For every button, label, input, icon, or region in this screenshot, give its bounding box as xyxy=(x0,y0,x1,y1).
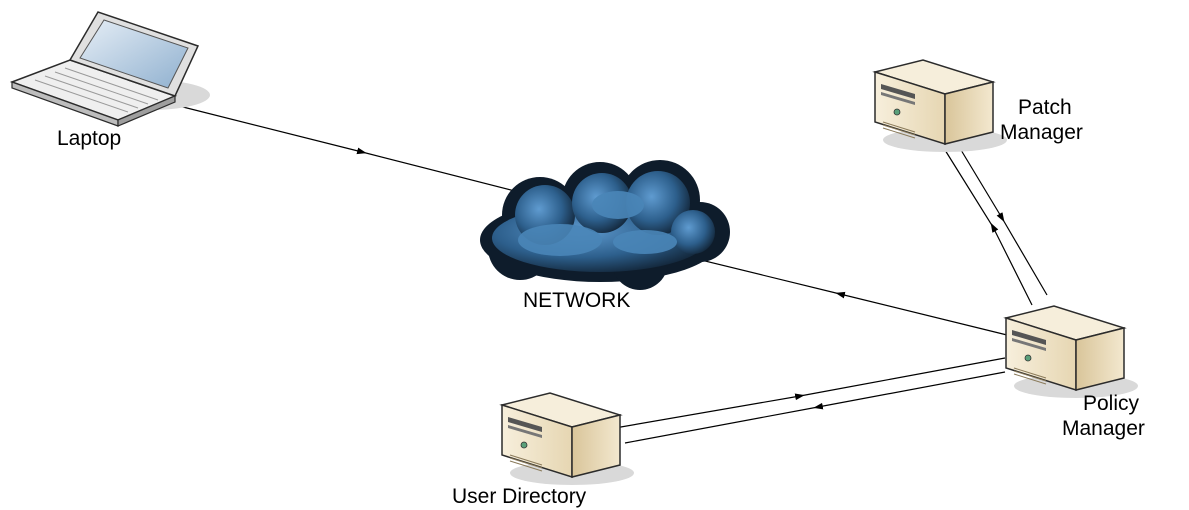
network-label: NETWORK xyxy=(523,289,630,312)
cloud-icon xyxy=(480,160,730,290)
patch-manager-server-icon xyxy=(874,59,1008,153)
user-directory-label: User Directory xyxy=(452,485,587,508)
patch-manager-label-line1: Patch xyxy=(1018,96,1072,119)
line-patch-to-policy xyxy=(957,144,1048,296)
policy-manager-label-line1: Policy xyxy=(1083,392,1140,415)
line-userdir-to-policy xyxy=(614,357,1006,429)
user-directory-server-icon xyxy=(501,392,635,486)
line-laptop-network-arrow xyxy=(174,104,551,201)
line-policy-network xyxy=(659,249,1008,336)
line-policy-to-userdir xyxy=(624,371,1006,444)
patch-manager-label-line2: Manager xyxy=(1000,121,1083,144)
line-policy-to-patch xyxy=(944,149,1033,306)
policy-manager-server-icon xyxy=(1005,305,1139,399)
laptop-label: Laptop xyxy=(57,127,121,150)
connection-lines xyxy=(174,104,1048,444)
laptop-icon xyxy=(9,11,210,127)
policy-manager-label-line2: Manager xyxy=(1062,417,1145,440)
